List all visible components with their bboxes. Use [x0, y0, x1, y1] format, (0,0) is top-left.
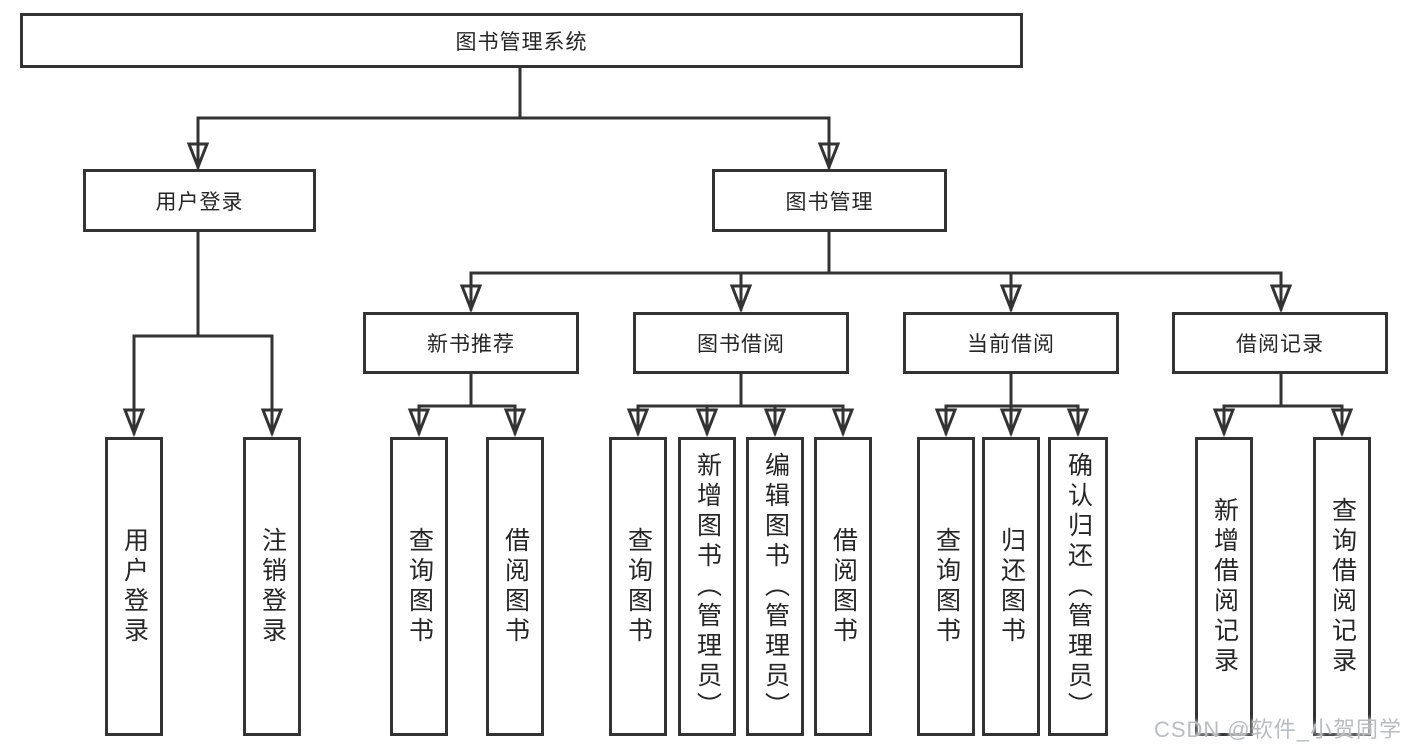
leaf-borrow-books-2: 借阅图书 — [814, 437, 872, 736]
leaf-confirm-return-admin: 确认归还（管理员） — [1048, 437, 1108, 736]
leaf-borrow-books-1: 借阅图书 — [486, 437, 544, 736]
leaf-label: 用户登录 — [120, 526, 149, 647]
leaf-query-books-2: 查询图书 — [609, 437, 667, 736]
edges-current-borrow-group — [934, 372, 1090, 438]
node-borrow-records: 借阅记录 — [1172, 312, 1388, 374]
edges-new-books-group — [407, 372, 527, 438]
leaf-label: 查询借阅记录 — [1328, 496, 1357, 677]
leaf-label: 查询图书 — [624, 526, 653, 647]
leaf-query-books-1: 查询图书 — [390, 437, 448, 736]
leaf-label: 新增图书（管理员） — [693, 451, 722, 722]
leaf-add-borrow-record: 新增借阅记录 — [1195, 437, 1253, 736]
node-book-borrow: 图书借阅 — [633, 312, 849, 374]
node-book-management: 图书管理 — [712, 169, 947, 232]
leaf-label: 查询图书 — [932, 526, 961, 647]
leaf-user-login: 用户登录 — [105, 437, 163, 736]
leaf-logout: 注销登录 — [243, 437, 301, 736]
leaf-label: 借阅图书 — [829, 526, 858, 647]
leaf-label: 确认归还（管理员） — [1064, 451, 1093, 722]
edges-book-borrow-group — [626, 372, 855, 438]
node-new-book-recommend: 新书推荐 — [363, 312, 579, 374]
node-root-system: 图书管理系统 — [20, 13, 1023, 68]
csdn-watermark: CSDN @软件_小贺同学 — [1153, 717, 1402, 742]
edges-user-login-group — [122, 230, 284, 438]
leaf-label: 归还图书 — [997, 526, 1026, 647]
leaf-label: 新增借阅记录 — [1210, 496, 1239, 677]
node-user-login: 用户登录 — [83, 169, 316, 232]
leaf-return-books: 归还图书 — [982, 437, 1040, 736]
edges-borrow-records-group — [1212, 372, 1354, 438]
leaf-add-books-admin: 新增图书（管理员） — [678, 437, 736, 736]
leaf-label: 借阅图书 — [501, 526, 530, 647]
leaf-query-borrow-record: 查询借阅记录 — [1313, 437, 1371, 736]
leaf-label: 注销登录 — [258, 526, 287, 647]
node-current-borrow: 当前借阅 — [903, 312, 1119, 374]
leaf-edit-books-admin: 编辑图书（管理员） — [746, 437, 804, 736]
leaf-label: 编辑图书（管理员） — [761, 451, 790, 722]
leaf-label: 查询图书 — [405, 526, 434, 647]
edges-root-to-level2 — [186, 66, 841, 172]
edges-book-management-to-level3 — [459, 230, 1293, 314]
leaf-query-books-3: 查询图书 — [917, 437, 975, 736]
